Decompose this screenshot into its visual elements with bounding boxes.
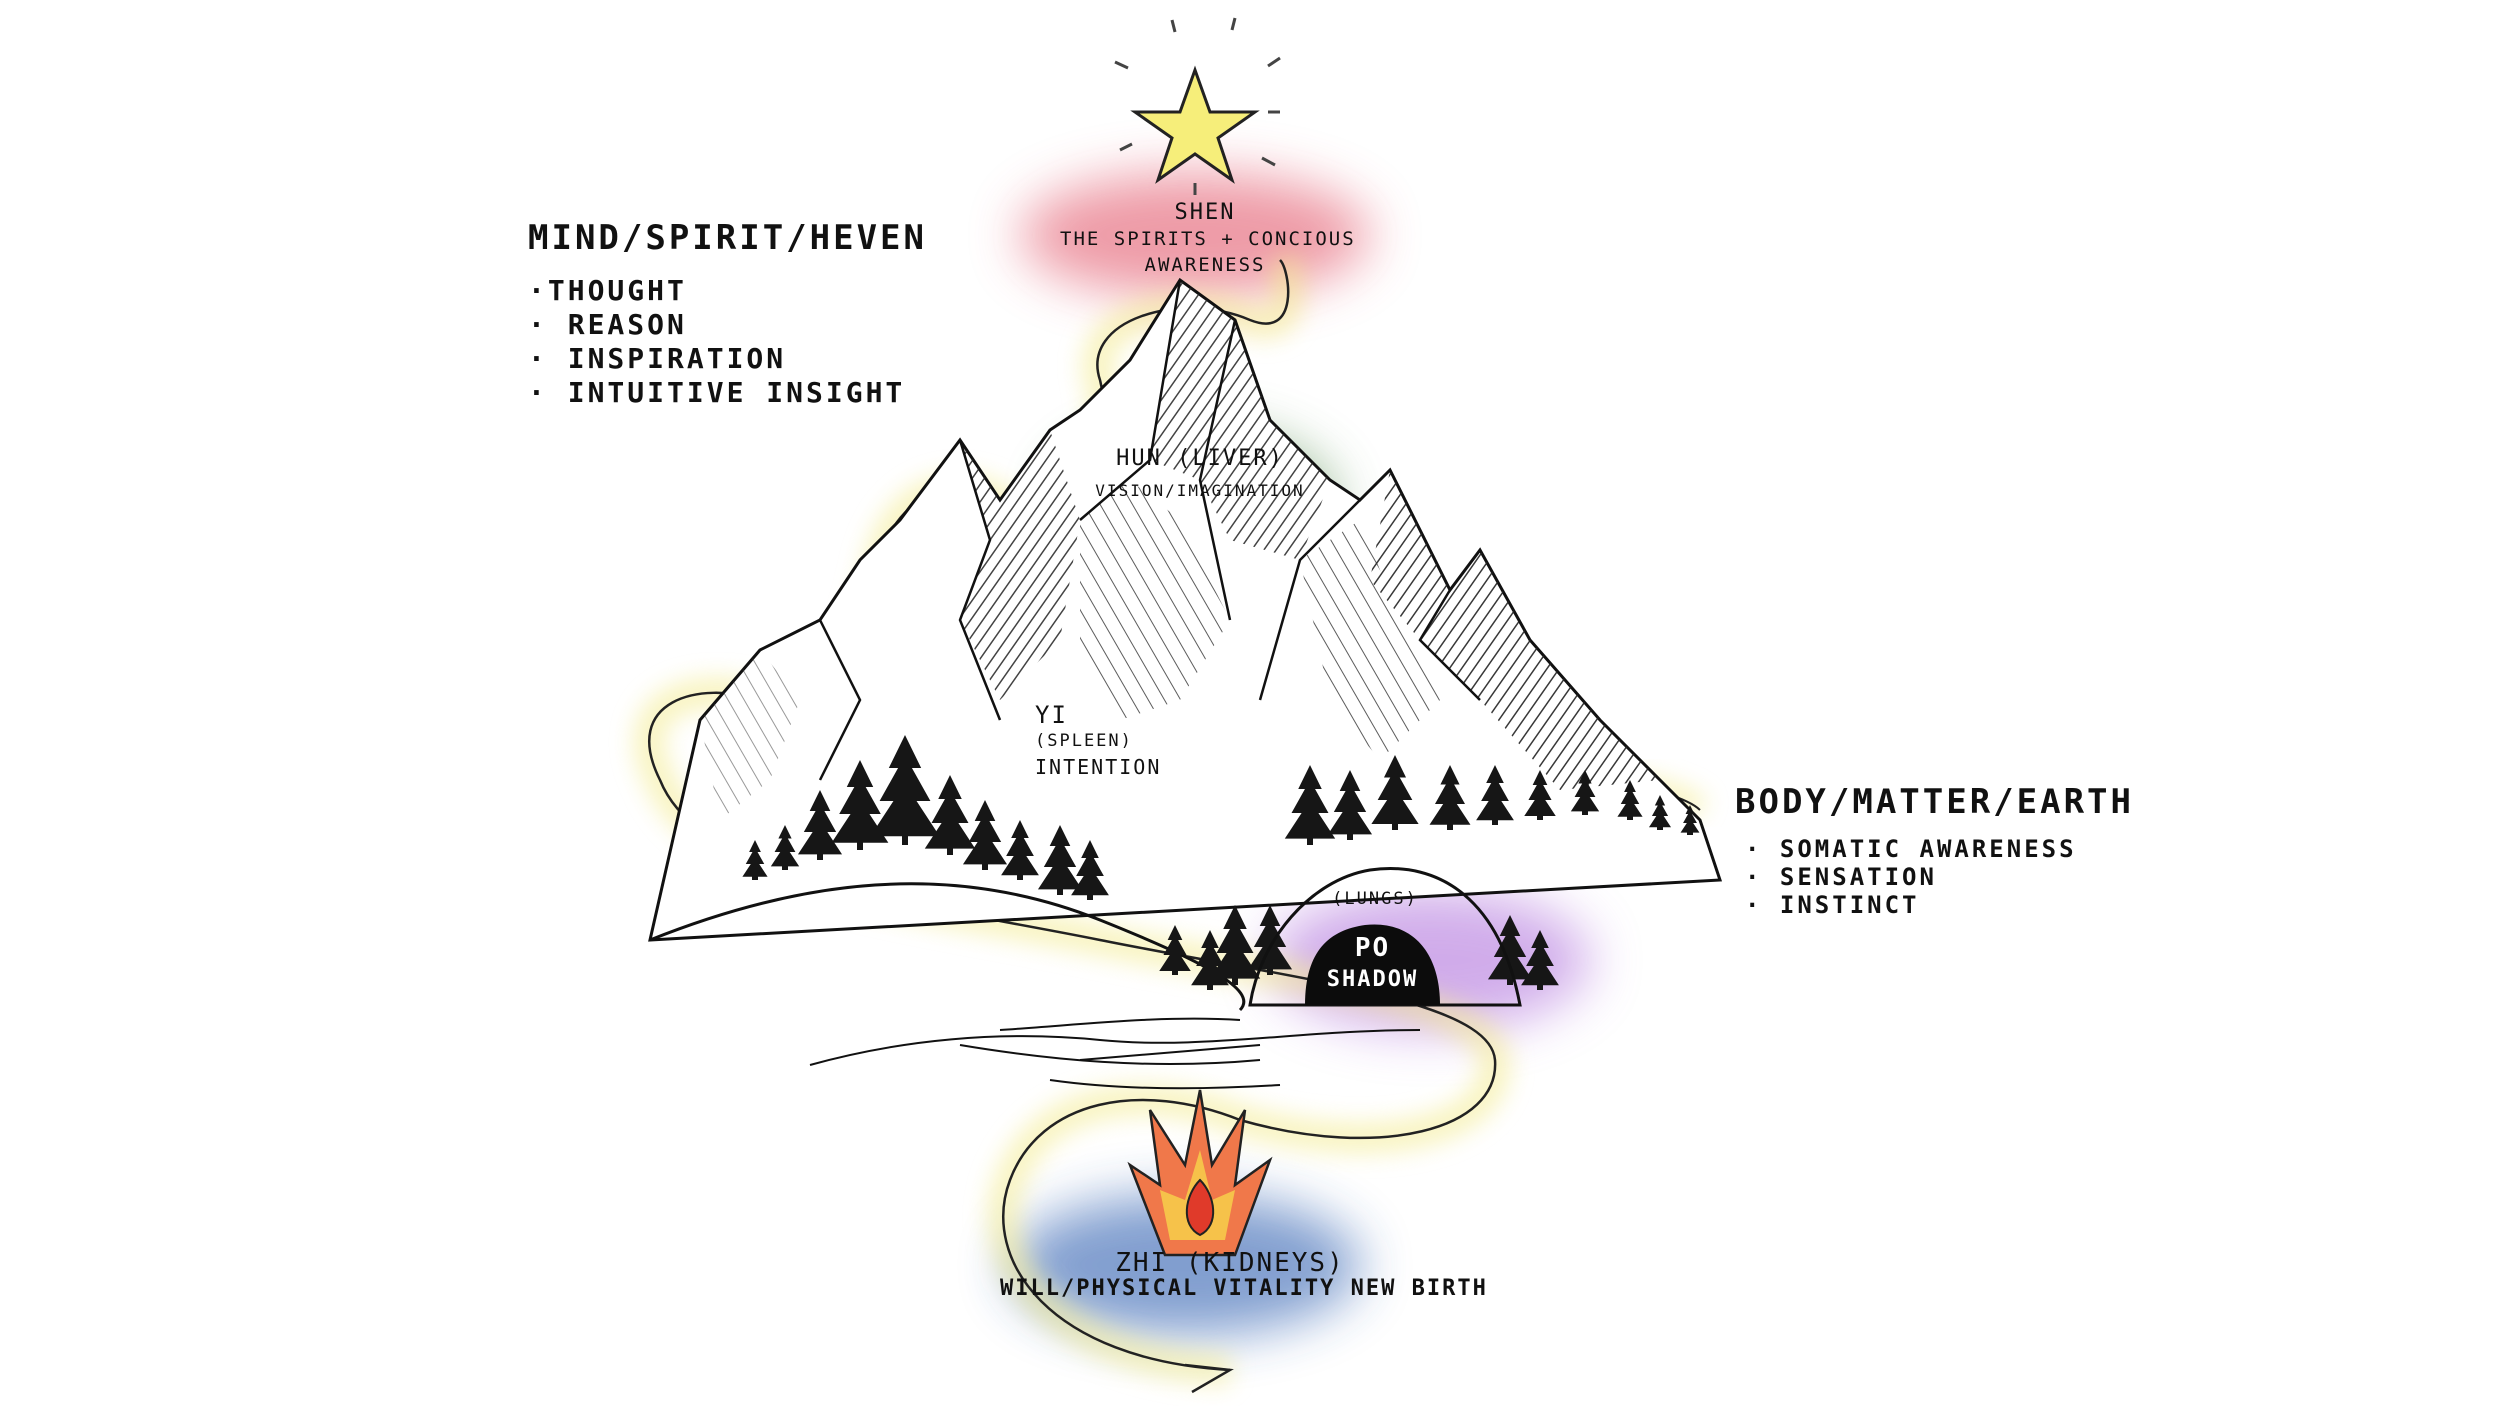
- zhi-subtitle: WILL/PHYSICAL VITALITY NEW BIRTH: [1000, 1276, 1460, 1302]
- hun-title: HUN (LIVER): [1085, 446, 1315, 472]
- mind-bullet-intuitive-insight: · INTUITIVE INSIGHT: [528, 376, 905, 410]
- mind-spirit-heaven-heading: MIND/SPIRIT/HEVEN: [528, 218, 927, 258]
- po-label: PO SHADOW: [1305, 932, 1440, 996]
- star-icon: [1115, 18, 1280, 195]
- body-bullet-instinct: · INSTINCT: [1745, 888, 1920, 922]
- mind-bullet-thought: ·THOUGHT: [528, 274, 687, 308]
- mind-bullet-inspiration: · INSPIRATION: [528, 342, 786, 376]
- shen-title: SHEN: [1060, 200, 1350, 226]
- river-icon: [810, 1019, 1420, 1089]
- hun-label: HUN (LIVER) VISION/IMAGINATION: [1085, 446, 1315, 504]
- yi-title: YI: [1035, 702, 1175, 728]
- shen-label: SHEN THE SPIRITS + CONCIOUS AWARENESS: [1060, 200, 1350, 278]
- po-lungs-note: (LUNGS): [1330, 888, 1420, 910]
- po-title: PO: [1305, 932, 1440, 964]
- mind-bullet-reason: · REASON: [528, 308, 687, 342]
- yi-label: YI (SPLEEN) INTENTION: [1035, 702, 1175, 780]
- shen-subtitle-2: AWARENESS: [1060, 252, 1350, 278]
- body-matter-earth-heading: BODY/MATTER/EARTH: [1735, 782, 2134, 822]
- yi-intention: INTENTION: [1035, 754, 1175, 780]
- zhi-title: ZHI (KIDNEYS): [1000, 1250, 1460, 1276]
- yi-subtitle: (SPLEEN): [1035, 728, 1175, 754]
- shen-subtitle: THE SPIRITS + CONCIOUS: [1060, 226, 1350, 252]
- hun-subtitle: VISION/IMAGINATION: [1085, 478, 1315, 504]
- zhi-label: ZHI (KIDNEYS) WILL/PHYSICAL VITALITY NEW…: [1000, 1250, 1460, 1302]
- po-subtitle: SHADOW: [1305, 964, 1440, 996]
